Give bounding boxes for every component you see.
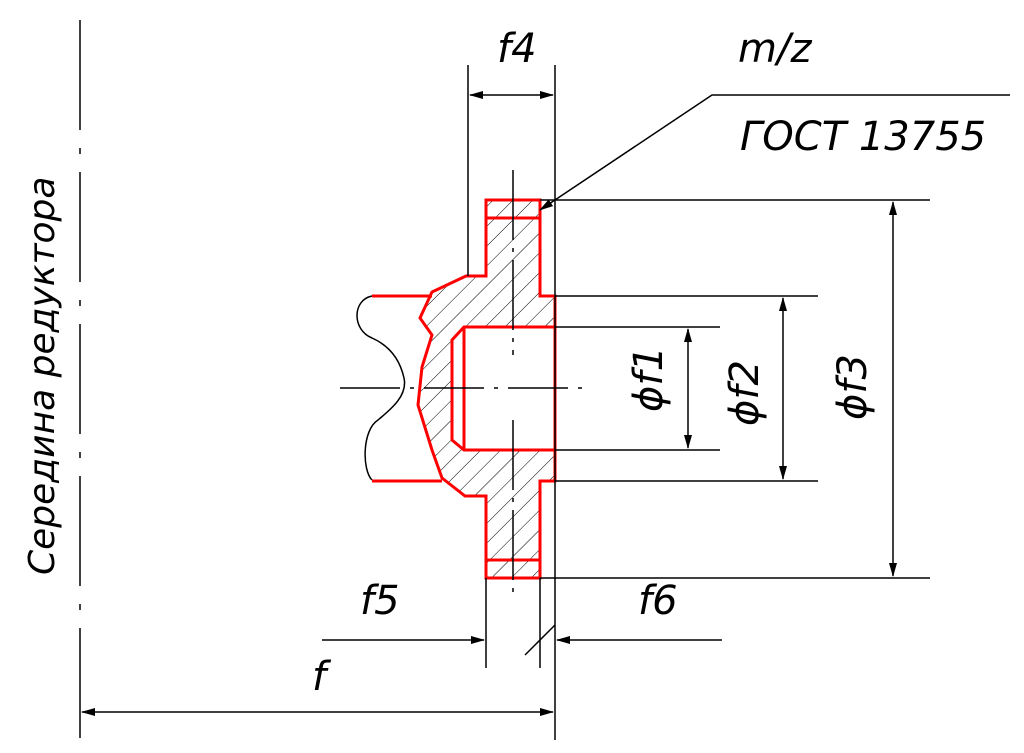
label-df2: ϕf2 bbox=[722, 360, 768, 426]
section-hatching bbox=[418, 200, 555, 578]
label-reducer-middle: Середина редуктора bbox=[22, 177, 63, 575]
label-f: f bbox=[312, 654, 332, 700]
label-f4: f4 bbox=[497, 26, 537, 72]
shaft-break-line bbox=[356, 295, 406, 481]
label-module: m/z bbox=[738, 26, 812, 72]
leader-line bbox=[539, 94, 1010, 211]
label-df3: ϕf3 bbox=[830, 354, 876, 420]
label-f5: f5 bbox=[360, 578, 400, 624]
label-standard: ГОСТ 13755 bbox=[740, 114, 986, 160]
bore-contour bbox=[450, 325, 555, 452]
dim-f6-tick bbox=[524, 624, 556, 656]
label-df1: ϕf1 bbox=[626, 346, 672, 412]
label-f6: f6 bbox=[638, 578, 678, 624]
